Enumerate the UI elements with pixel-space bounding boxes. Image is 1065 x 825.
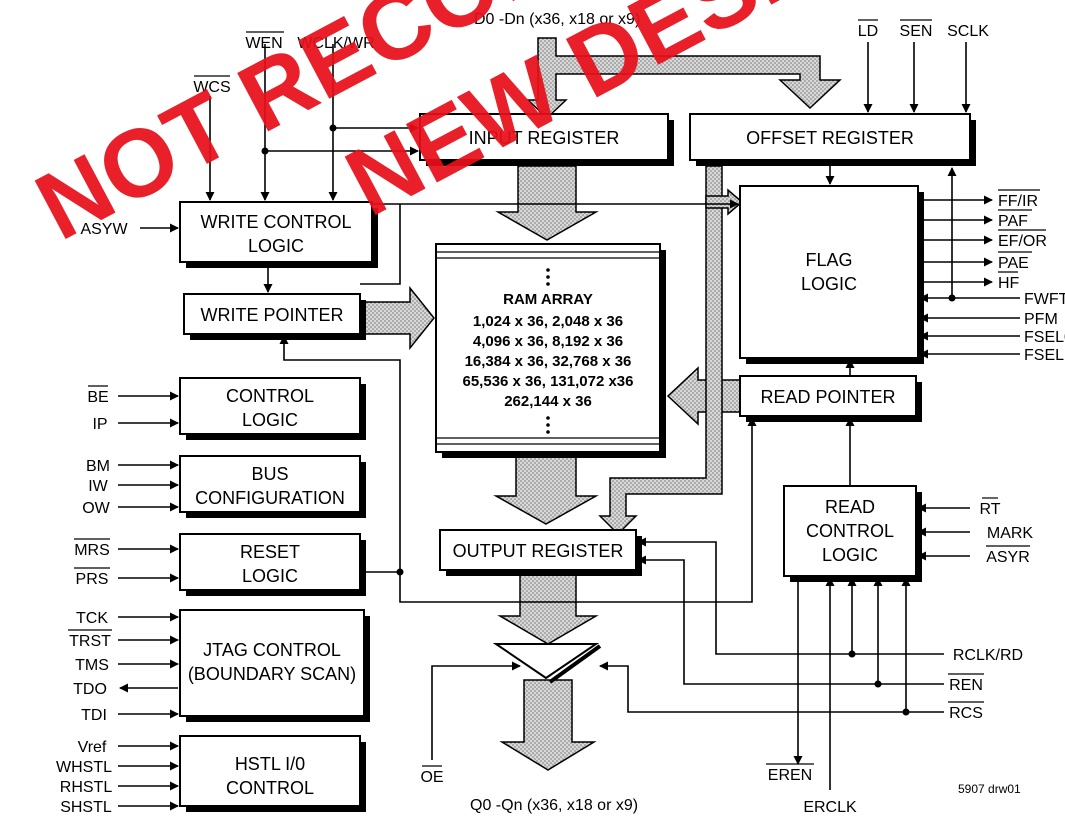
- read-control-label-2: CONTROL: [806, 521, 894, 541]
- input-to-ram-arrow: [495, 165, 599, 241]
- flag-logic: [739, 185, 919, 359]
- read-pointer-label: READ POINTER: [760, 387, 895, 407]
- d-bus-arrow: [526, 37, 842, 120]
- read-control-label-1: READ: [825, 497, 875, 517]
- reset-logic-label-2: LOGIC: [242, 566, 298, 586]
- reset-logic: [179, 533, 361, 591]
- output-buffer: [492, 643, 600, 680]
- write-pointer: [183, 293, 361, 335]
- ow-label: OW: [82, 500, 110, 517]
- pae-label: PAE: [998, 255, 1029, 272]
- offset-register: [689, 113, 971, 161]
- wcs-label: WCS: [193, 79, 230, 96]
- input-register-label: INPUT REGISTER: [469, 128, 620, 148]
- ip-label: IP: [92, 416, 107, 433]
- ram-line-1: 1,024 x 36, 2,048 x 36: [473, 313, 623, 330]
- tck-label: TCK: [76, 610, 108, 627]
- jtag-label-2: (BOUNDARY SCAN): [188, 664, 356, 684]
- ren-label: REN: [949, 677, 983, 694]
- reset-logic-label-1: RESET: [240, 542, 300, 562]
- write-control-logic: [179, 201, 373, 263]
- wclk-label: WCLK/WR: [297, 35, 374, 52]
- control-logic: [179, 377, 361, 435]
- rt-label: RT: [979, 501, 1000, 518]
- ef-or-label: EF/OR: [998, 233, 1047, 250]
- sclk-label: SCLK: [947, 23, 989, 40]
- read-control-logic: [783, 485, 917, 577]
- ram-title: RAM ARRAY: [503, 291, 593, 308]
- sen-label: SEN: [900, 23, 933, 40]
- offset-register-label: OFFSET REGISTER: [746, 128, 914, 148]
- ram-line-4: 65,536 x 36, 131,072 x36: [463, 373, 634, 390]
- bm-label: BM: [86, 458, 110, 475]
- asyr-label: ASYR: [986, 549, 1030, 566]
- hf-label: HF: [998, 275, 1020, 292]
- ram-line-5: 262,144 x 36: [504, 393, 592, 410]
- control-logic-label-2: LOGIC: [242, 410, 298, 430]
- control-logic-label-1: CONTROL: [226, 386, 314, 406]
- oe-label: OE: [420, 769, 443, 786]
- whstl-label: WHSTL: [56, 759, 112, 776]
- mrs-label: MRS: [74, 542, 110, 559]
- fsel0-label: FSEL0: [1024, 329, 1065, 346]
- rclk-rd-label: RCLK/RD: [953, 647, 1023, 664]
- ram-line-3: 16,384 x 36, 32,768 x 36: [465, 353, 632, 370]
- mark-label: MARK: [987, 525, 1034, 542]
- asyw-label: ASYW: [80, 221, 128, 238]
- erclk-label: ERCLK: [803, 799, 857, 816]
- eren-label: EREN: [768, 767, 812, 784]
- paf-label: PAF: [998, 213, 1028, 230]
- hstl-label-1: HSTL I/0: [235, 754, 305, 774]
- trst-label: TRST: [69, 633, 111, 650]
- tms-label: TMS: [75, 657, 109, 674]
- prs-label: PRS: [76, 571, 109, 588]
- ff-ir-label: FF/IR: [998, 193, 1038, 210]
- ram-to-output-arrow: [493, 451, 599, 525]
- q-bus-label: Q0 -Qn (x36, x18 or x9): [470, 797, 638, 814]
- iw-label: IW: [88, 478, 108, 495]
- vref-label: Vref: [78, 739, 107, 756]
- tdi-label: TDI: [81, 707, 107, 724]
- jtag-label-1: JTAG CONTROL: [203, 640, 341, 660]
- flag-logic-label-2: LOGIC: [801, 274, 857, 294]
- drawing-id: 5907 drw01: [958, 782, 1021, 796]
- output-register-label: OUTPUT REGISTER: [453, 541, 624, 561]
- pfm-label: PFM: [1024, 311, 1058, 328]
- bus-config-label-1: BUS: [251, 464, 288, 484]
- rhstl-label: RHSTL: [60, 779, 113, 796]
- read-pointer: [739, 375, 917, 417]
- write-pointer-to-ram-arrow: [361, 285, 435, 351]
- tdo-label: TDO: [73, 681, 107, 698]
- hstl-control: [179, 735, 361, 807]
- read-pointer-to-ram-arrow: [666, 366, 741, 426]
- wen-label: WEN: [245, 35, 282, 52]
- hstl-label-2: CONTROL: [226, 778, 314, 798]
- jtag-control: [179, 609, 365, 717]
- flag-logic-label-1: FLAG: [805, 250, 852, 270]
- output-to-buffer-arrow: [497, 571, 599, 645]
- ld-label: LD: [858, 23, 878, 40]
- read-control-label-3: LOGIC: [822, 545, 878, 565]
- write-control-label-1: WRITE CONTROL: [201, 212, 352, 232]
- bus-config-label-2: CONFIGURATION: [195, 488, 345, 508]
- write-control-label-2: LOGIC: [248, 236, 304, 256]
- input-register: [419, 113, 669, 161]
- bus-configuration: [179, 455, 361, 513]
- shstl-label: SHSTL: [60, 799, 112, 816]
- output-register: [439, 529, 637, 571]
- write-pointer-label: WRITE POINTER: [201, 305, 344, 325]
- rcs-label: RCS: [949, 705, 983, 722]
- fwft-si-label: FWFT/SI: [1024, 291, 1065, 308]
- be-label: BE: [87, 389, 108, 406]
- fsel1-label: FSEL1: [1024, 347, 1065, 364]
- ram-line-2: 4,096 x 36, 8,192 x 36: [473, 333, 623, 350]
- d-bus-label: D0 -Dn (x36, x18 or x9): [474, 11, 640, 28]
- q-bus-arrow: [499, 679, 597, 771]
